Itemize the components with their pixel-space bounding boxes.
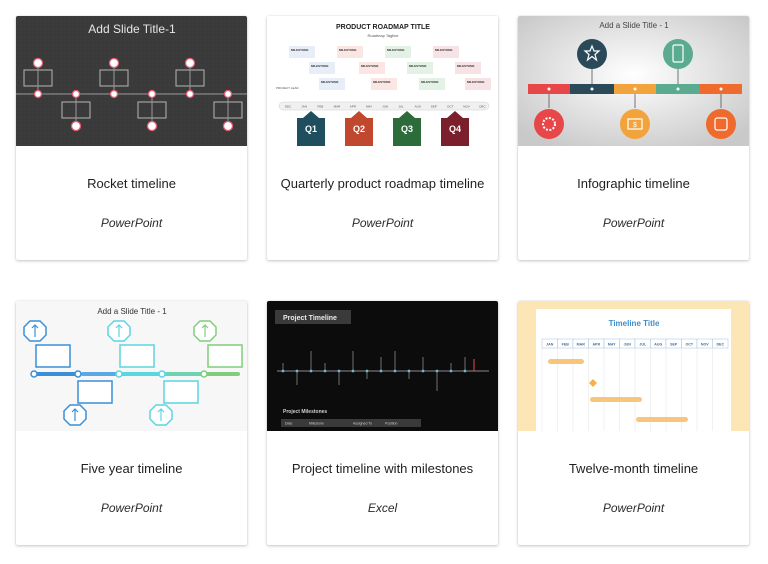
- twelve-month-label: FEB: [562, 343, 570, 347]
- thumbnail-row-label: PROJECT LEAD: [276, 86, 299, 90]
- svg-text:MILESTONE: MILESTONE: [339, 48, 356, 52]
- template-title[interactable]: Infographic timeline: [577, 176, 690, 191]
- twelve-month-label: NOV: [701, 343, 709, 347]
- twelve-month-label: AUG: [654, 343, 662, 347]
- svg-text:MILESTONE: MILESTONE: [373, 80, 390, 84]
- roadmap-month-label: MAY: [366, 104, 372, 108]
- template-card-project-timeline-milestones[interactable]: Project Timeline Project Milestones Date…: [267, 301, 498, 545]
- template-card-infographic-timeline[interactable]: Add a Slide Title - 1: [518, 16, 749, 260]
- thumbnail-heading: Add a Slide Title - 1: [599, 21, 669, 30]
- thumbnail-section: Project Milestones: [283, 409, 327, 415]
- roadmap-month-label: OCT: [447, 104, 454, 108]
- roadmap-month-label: FEB: [317, 104, 323, 108]
- svg-text:MILESTONE: MILESTONE: [409, 64, 426, 68]
- twelve-month-label: SEP: [670, 343, 678, 347]
- svg-text:Milestone: Milestone: [309, 422, 324, 426]
- template-title[interactable]: Project timeline with milestones: [291, 461, 474, 476]
- svg-text:MILESTONE: MILESTONE: [457, 64, 474, 68]
- thumbnail-heading: PRODUCT ROADMAP TITLE: [336, 24, 430, 31]
- svg-text:Q4: Q4: [449, 124, 461, 134]
- twelve-month-label: DEC: [716, 343, 724, 347]
- twelve-month-timeline-preview: Timeline Title JAN FEB MAR APR MAY JUN JUL AUG S…: [518, 301, 749, 431]
- template-thumbnail: Add a Slide Title - 1: [16, 301, 247, 431]
- svg-text:Q3: Q3: [401, 124, 413, 134]
- twelve-month-label: APR: [592, 343, 600, 347]
- quarterly-roadmap-preview: PRODUCT ROADMAP TITLE Roadmap Tagline PR…: [267, 16, 498, 146]
- svg-text:MILESTONE: MILESTONE: [291, 48, 308, 52]
- twelve-month-label: MAR: [577, 343, 586, 347]
- template-thumbnail: Add a Slide Title - 1: [518, 16, 749, 146]
- infographic-timeline-preview: Add a Slide Title - 1: [518, 16, 749, 146]
- template-title[interactable]: Quarterly product roadmap timeline: [280, 176, 485, 191]
- template-app-label: PowerPoint: [351, 216, 414, 230]
- template-title[interactable]: Five year timeline: [80, 461, 183, 476]
- thumbnail-heading: Add Slide Title-1: [88, 22, 176, 36]
- template-app-label: PowerPoint: [602, 216, 665, 230]
- svg-text:MILESTONE: MILESTONE: [361, 64, 378, 68]
- twelve-month-label: JAN: [546, 343, 554, 347]
- svg-text:Q2: Q2: [353, 124, 365, 134]
- svg-text:MILESTONE: MILESTONE: [387, 48, 404, 52]
- thumbnail-heading: Project Timeline: [283, 315, 337, 322]
- svg-text:$: $: [633, 122, 637, 129]
- template-title[interactable]: Rocket timeline: [87, 176, 176, 191]
- thumbnail-tagline: Roadmap Tagline: [367, 33, 399, 38]
- roadmap-month-label: DEC: [285, 104, 292, 108]
- roadmap-month-label: MAR: [334, 104, 342, 108]
- roadmap-month-label: AUG: [415, 104, 422, 108]
- twelve-month-label: JUL: [639, 343, 647, 347]
- template-app-label: PowerPoint: [602, 501, 665, 515]
- template-thumbnail: Timeline Title JAN FEB MAR APR MAY JUN JUL AUG S…: [518, 301, 749, 431]
- template-card-five-year-timeline[interactable]: Add a Slide Title - 1: [16, 301, 247, 545]
- template-card-quarterly-roadmap[interactable]: PRODUCT ROADMAP TITLE Roadmap Tagline PR…: [267, 16, 498, 260]
- svg-text:MILESTONE: MILESTONE: [467, 80, 484, 84]
- thumbnail-heading: Timeline Title: [609, 319, 660, 328]
- template-thumbnail: PRODUCT ROADMAP TITLE Roadmap Tagline PR…: [267, 16, 498, 146]
- twelve-month-label: OCT: [685, 343, 693, 347]
- template-thumbnail: Add Slide Title-1: [16, 16, 247, 146]
- twelve-month-label: MAY: [608, 343, 616, 347]
- template-card-rocket-timeline[interactable]: Add Slide Title-1: [16, 16, 247, 260]
- roadmap-month-label: SEP: [431, 104, 437, 108]
- template-app-label: PowerPoint: [100, 216, 163, 230]
- roadmap-month-label: APR: [350, 104, 357, 108]
- roadmap-month-label: JAN: [301, 104, 307, 108]
- svg-text:Q1: Q1: [305, 124, 317, 134]
- five-year-timeline-preview: Add a Slide Title - 1: [16, 301, 247, 431]
- svg-text:Date: Date: [285, 422, 292, 426]
- roadmap-month-label: JUL: [398, 104, 404, 108]
- svg-text:MILESTONE: MILESTONE: [435, 48, 452, 52]
- svg-text:MILESTONE: MILESTONE: [321, 80, 338, 84]
- svg-text:MILESTONE: MILESTONE: [421, 80, 438, 84]
- twelve-month-label: JUN: [624, 343, 632, 347]
- project-timeline-preview: Project Timeline Project Milestones Date…: [267, 301, 498, 431]
- roadmap-month-label: JUN: [382, 104, 388, 108]
- template-card-twelve-month-timeline[interactable]: Timeline Title JAN FEB MAR APR MAY JUN JUL AUG S…: [518, 301, 749, 545]
- roadmap-month-label: NOV: [463, 104, 470, 108]
- template-app-label: PowerPoint: [100, 501, 163, 515]
- svg-text:Assigned To: Assigned To: [353, 422, 372, 426]
- svg-text:Position: Position: [385, 422, 398, 426]
- rocket-timeline-preview: Add Slide Title-1: [16, 16, 247, 146]
- roadmap-month-label: DEC: [479, 104, 486, 108]
- template-thumbnail: Project Timeline Project Milestones Date…: [267, 301, 498, 431]
- svg-text:MILESTONE: MILESTONE: [311, 64, 328, 68]
- thumbnail-heading: Add a Slide Title - 1: [97, 307, 167, 316]
- template-app-label: Excel: [367, 501, 398, 515]
- template-title[interactable]: Twelve-month timeline: [568, 461, 699, 476]
